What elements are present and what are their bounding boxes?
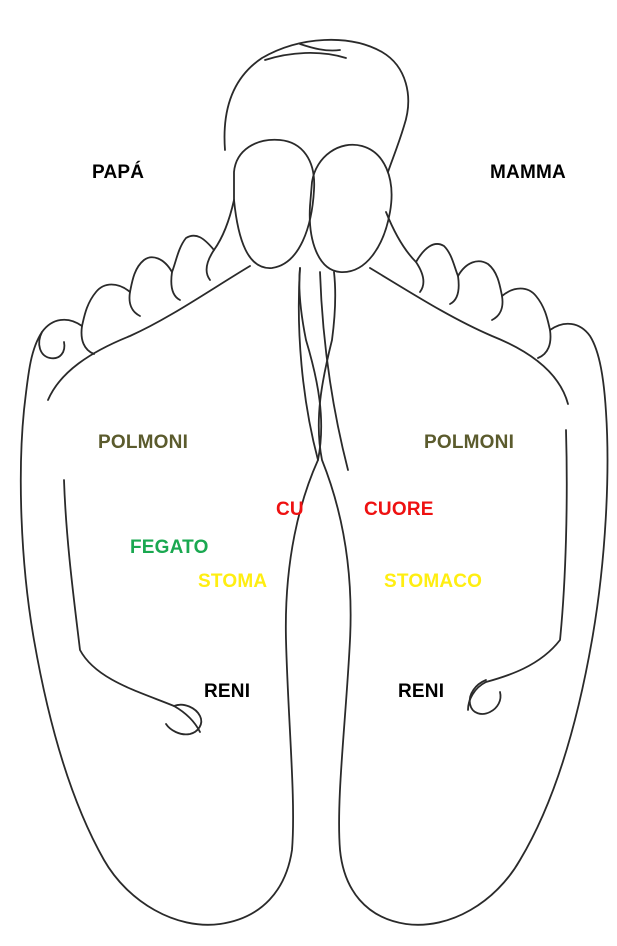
right-shoulder: [370, 268, 568, 404]
left-foot-outline: [21, 200, 321, 925]
left-shoulder: [48, 266, 250, 400]
label-heart-left: CU: [276, 500, 304, 520]
left-small-toes: [39, 332, 64, 358]
right-hand: [470, 680, 501, 714]
label-stomach-left: STOMA: [198, 572, 267, 592]
head-hair: [224, 40, 408, 172]
label-kidneys-right: RENI: [398, 682, 444, 702]
right-face: [310, 145, 392, 272]
center-line-left: [299, 268, 318, 460]
label-lungs-right: POLMONI: [424, 433, 514, 453]
right-foot-outline: [319, 212, 608, 925]
right-toes-detail: [416, 262, 551, 358]
label-heart-right: CUORE: [364, 500, 434, 520]
label-dad: PAPÁ: [92, 163, 144, 183]
hair-strands: [265, 44, 346, 60]
label-stomach-right: STOMACO: [384, 572, 482, 592]
label-mom: MAMMA: [490, 163, 566, 183]
label-liver: FEGATO: [130, 538, 209, 558]
left-hand: [166, 705, 201, 735]
left-arm: [64, 480, 200, 732]
left-toes-detail: [82, 250, 215, 354]
label-lungs-left: POLMONI: [98, 433, 188, 453]
label-kidneys-left: RENI: [204, 682, 250, 702]
left-face: [234, 140, 314, 268]
right-arm: [468, 430, 567, 710]
